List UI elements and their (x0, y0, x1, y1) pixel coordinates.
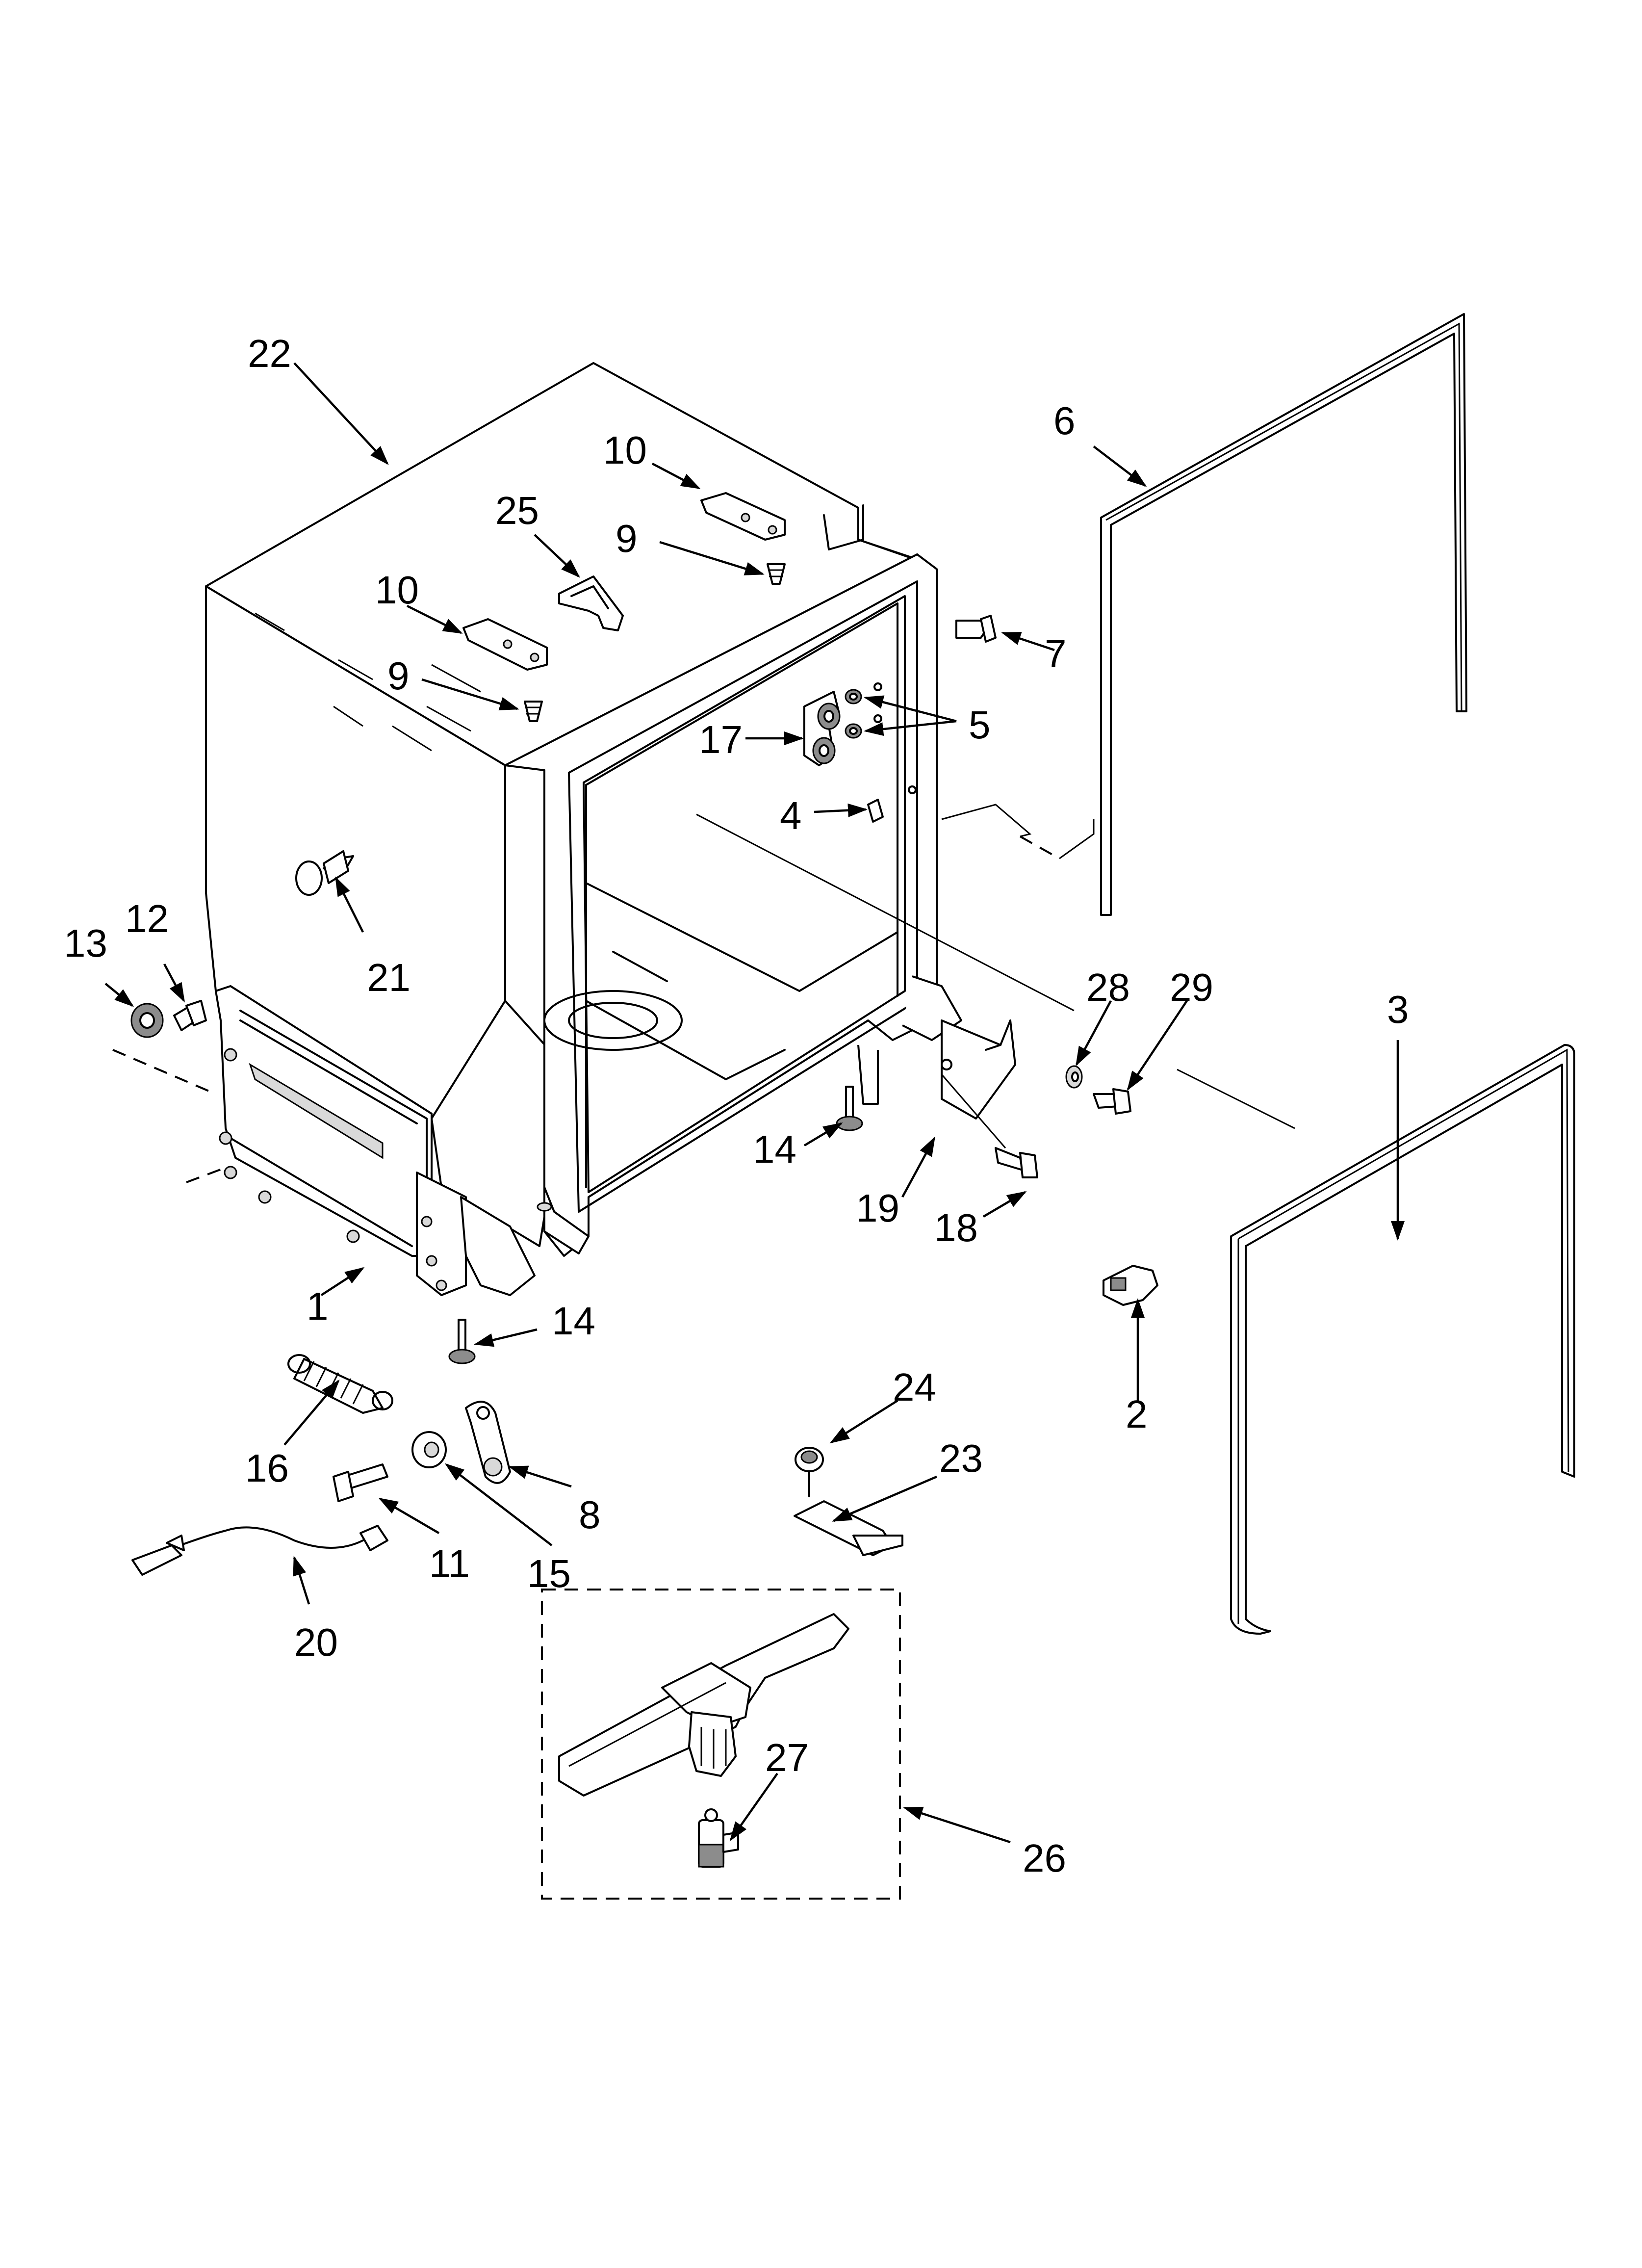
callout-26: 26 (1023, 1836, 1066, 1880)
part-3-gasket (1230, 1044, 1575, 1635)
callout-29: 29 (1170, 965, 1213, 1009)
callout-2: 2 (1126, 1392, 1148, 1436)
part-26-manifold (558, 1613, 849, 1797)
callout-8: 8 (579, 1493, 601, 1537)
leader-lines (104, 362, 1405, 1844)
part-15-pulley (411, 1431, 447, 1468)
callout-1: 1 (307, 1284, 329, 1328)
callout-27: 27 (765, 1736, 809, 1779)
callout-3: 3 (1387, 988, 1409, 1031)
callout-15: 15 (527, 1552, 571, 1595)
part-9-upper (767, 563, 786, 585)
callout-23: 23 (939, 1436, 983, 1480)
part-21-stud (295, 850, 354, 896)
part-6-gasket (1100, 313, 1467, 916)
callout-9-upper: 9 (616, 517, 638, 560)
callout-21: 21 (367, 956, 410, 999)
callout-6: 6 (1053, 399, 1076, 443)
part-11-bolt (333, 1463, 388, 1502)
part-26-box (541, 1589, 901, 1900)
part-29-screw (1093, 1088, 1131, 1115)
callout-14-lower: 14 (552, 1299, 595, 1343)
part-19-bracket (941, 1019, 1016, 1120)
part-7-screw (955, 615, 997, 643)
callout-22: 22 (248, 332, 291, 375)
callout-14-upper: 14 (753, 1127, 796, 1171)
part-16-spring (287, 1354, 393, 1414)
callout-9-lower: 9 (387, 654, 410, 698)
part-5-washers (845, 682, 882, 739)
part-20-wire (131, 1525, 388, 1576)
callout-24: 24 (893, 1365, 936, 1409)
part-12-screw (173, 1000, 207, 1031)
part-18-screw (995, 1147, 1038, 1178)
part-10-lower (462, 618, 548, 671)
callout-11: 11 (429, 1542, 470, 1586)
part-10-upper (700, 492, 786, 541)
part-17-rollers (803, 691, 841, 766)
part-4 (867, 785, 917, 823)
part-8-link (465, 1401, 511, 1484)
callout-labels: 22 10 25 9 10 9 6 7 5 17 4 21 13 12 28 2… (64, 332, 1409, 1880)
part-25 (558, 575, 624, 631)
callout-10-lower: 10 (375, 568, 419, 612)
callout-17: 17 (699, 718, 743, 761)
base-frame (215, 985, 536, 1296)
callout-13: 13 (64, 921, 107, 965)
callout-18: 18 (934, 1206, 978, 1250)
part-9-lower (524, 701, 543, 722)
callout-12: 12 (125, 897, 169, 940)
part-14-lower (448, 1319, 476, 1364)
callout-5: 5 (969, 703, 991, 747)
callout-10-upper: 10 (603, 428, 647, 472)
callout-4: 4 (780, 794, 802, 837)
part-28-washer (1065, 1065, 1083, 1089)
part-23-bracket (794, 1500, 903, 1556)
callout-25: 25 (495, 489, 539, 532)
part-2-clip (1103, 1265, 1158, 1306)
callout-7: 7 (1045, 632, 1067, 676)
callout-19: 19 (856, 1186, 899, 1230)
callout-20: 20 (294, 1620, 338, 1664)
part-27-valve (698, 1808, 739, 1868)
callout-28: 28 (1086, 965, 1130, 1009)
part-13-nut (130, 1003, 164, 1038)
part-24-sensor (795, 1447, 824, 1497)
callout-16: 16 (245, 1446, 289, 1490)
